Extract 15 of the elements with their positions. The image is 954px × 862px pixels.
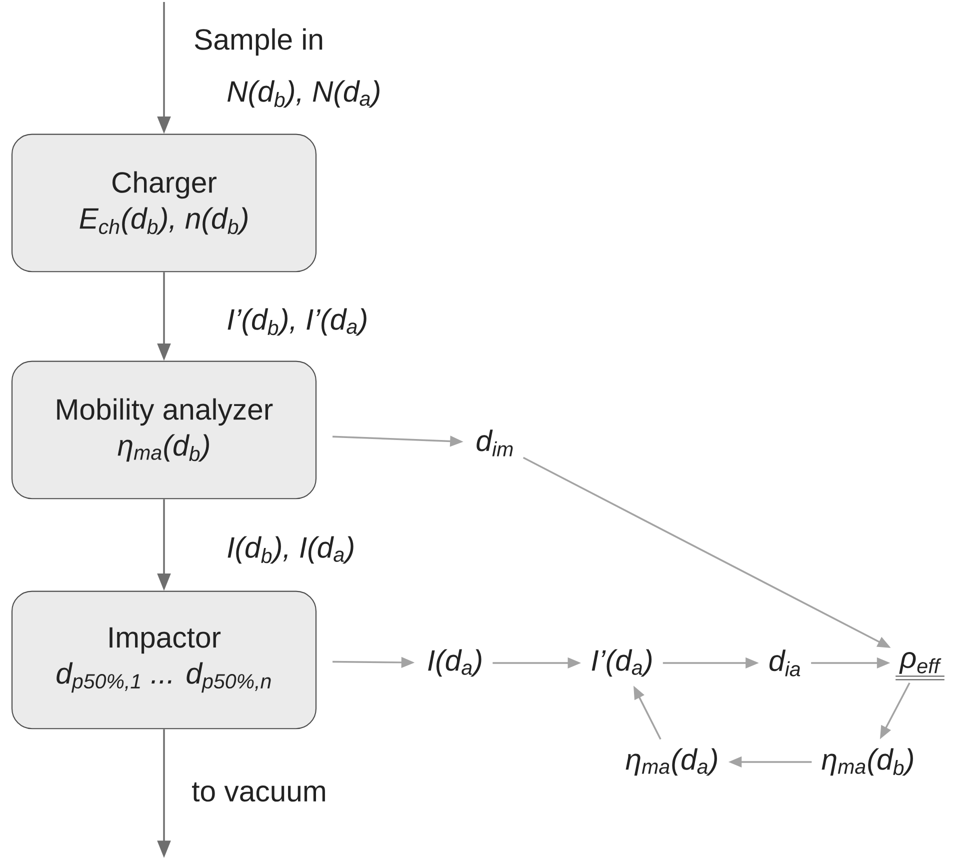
variable-label: d$_{im}$ [476,430,513,456]
edge-label: I(d$_{b}$), I(d$_{a}$) [228,536,354,564]
variable-label: η$_{ma}$(d$_{a}$) [626,748,717,776]
variable-label: d$_{ia}$ [770,650,800,676]
variable-label: I(d$_{a}$) [428,649,482,677]
process-box: Mobility analyzer η$_{ma}$(d$_{b}$) [11,360,317,500]
process-box: Impactor d$_{p50%,1}$ ... d$_{p50%,n}$ [11,590,317,730]
variable-label: I’(d$_{a}$) [592,649,652,677]
variable-label: η$_{ma}$(d$_{b}$) [822,748,913,776]
process-box: Charger E$_{ch}$(d$_{b}$), n(d$_{b}$) [11,134,317,272]
edge-label: to vacuum [192,782,325,802]
double-underlined-variable: ρ$_{eff}$ [896,652,944,680]
variable-label: N(d$_{b}$), N(d$_{a}$) [228,80,380,108]
edge-label: I’(d$_{b}$), I’(d$_{a}$) [228,308,366,336]
edge-label: Sample in [194,28,322,56]
